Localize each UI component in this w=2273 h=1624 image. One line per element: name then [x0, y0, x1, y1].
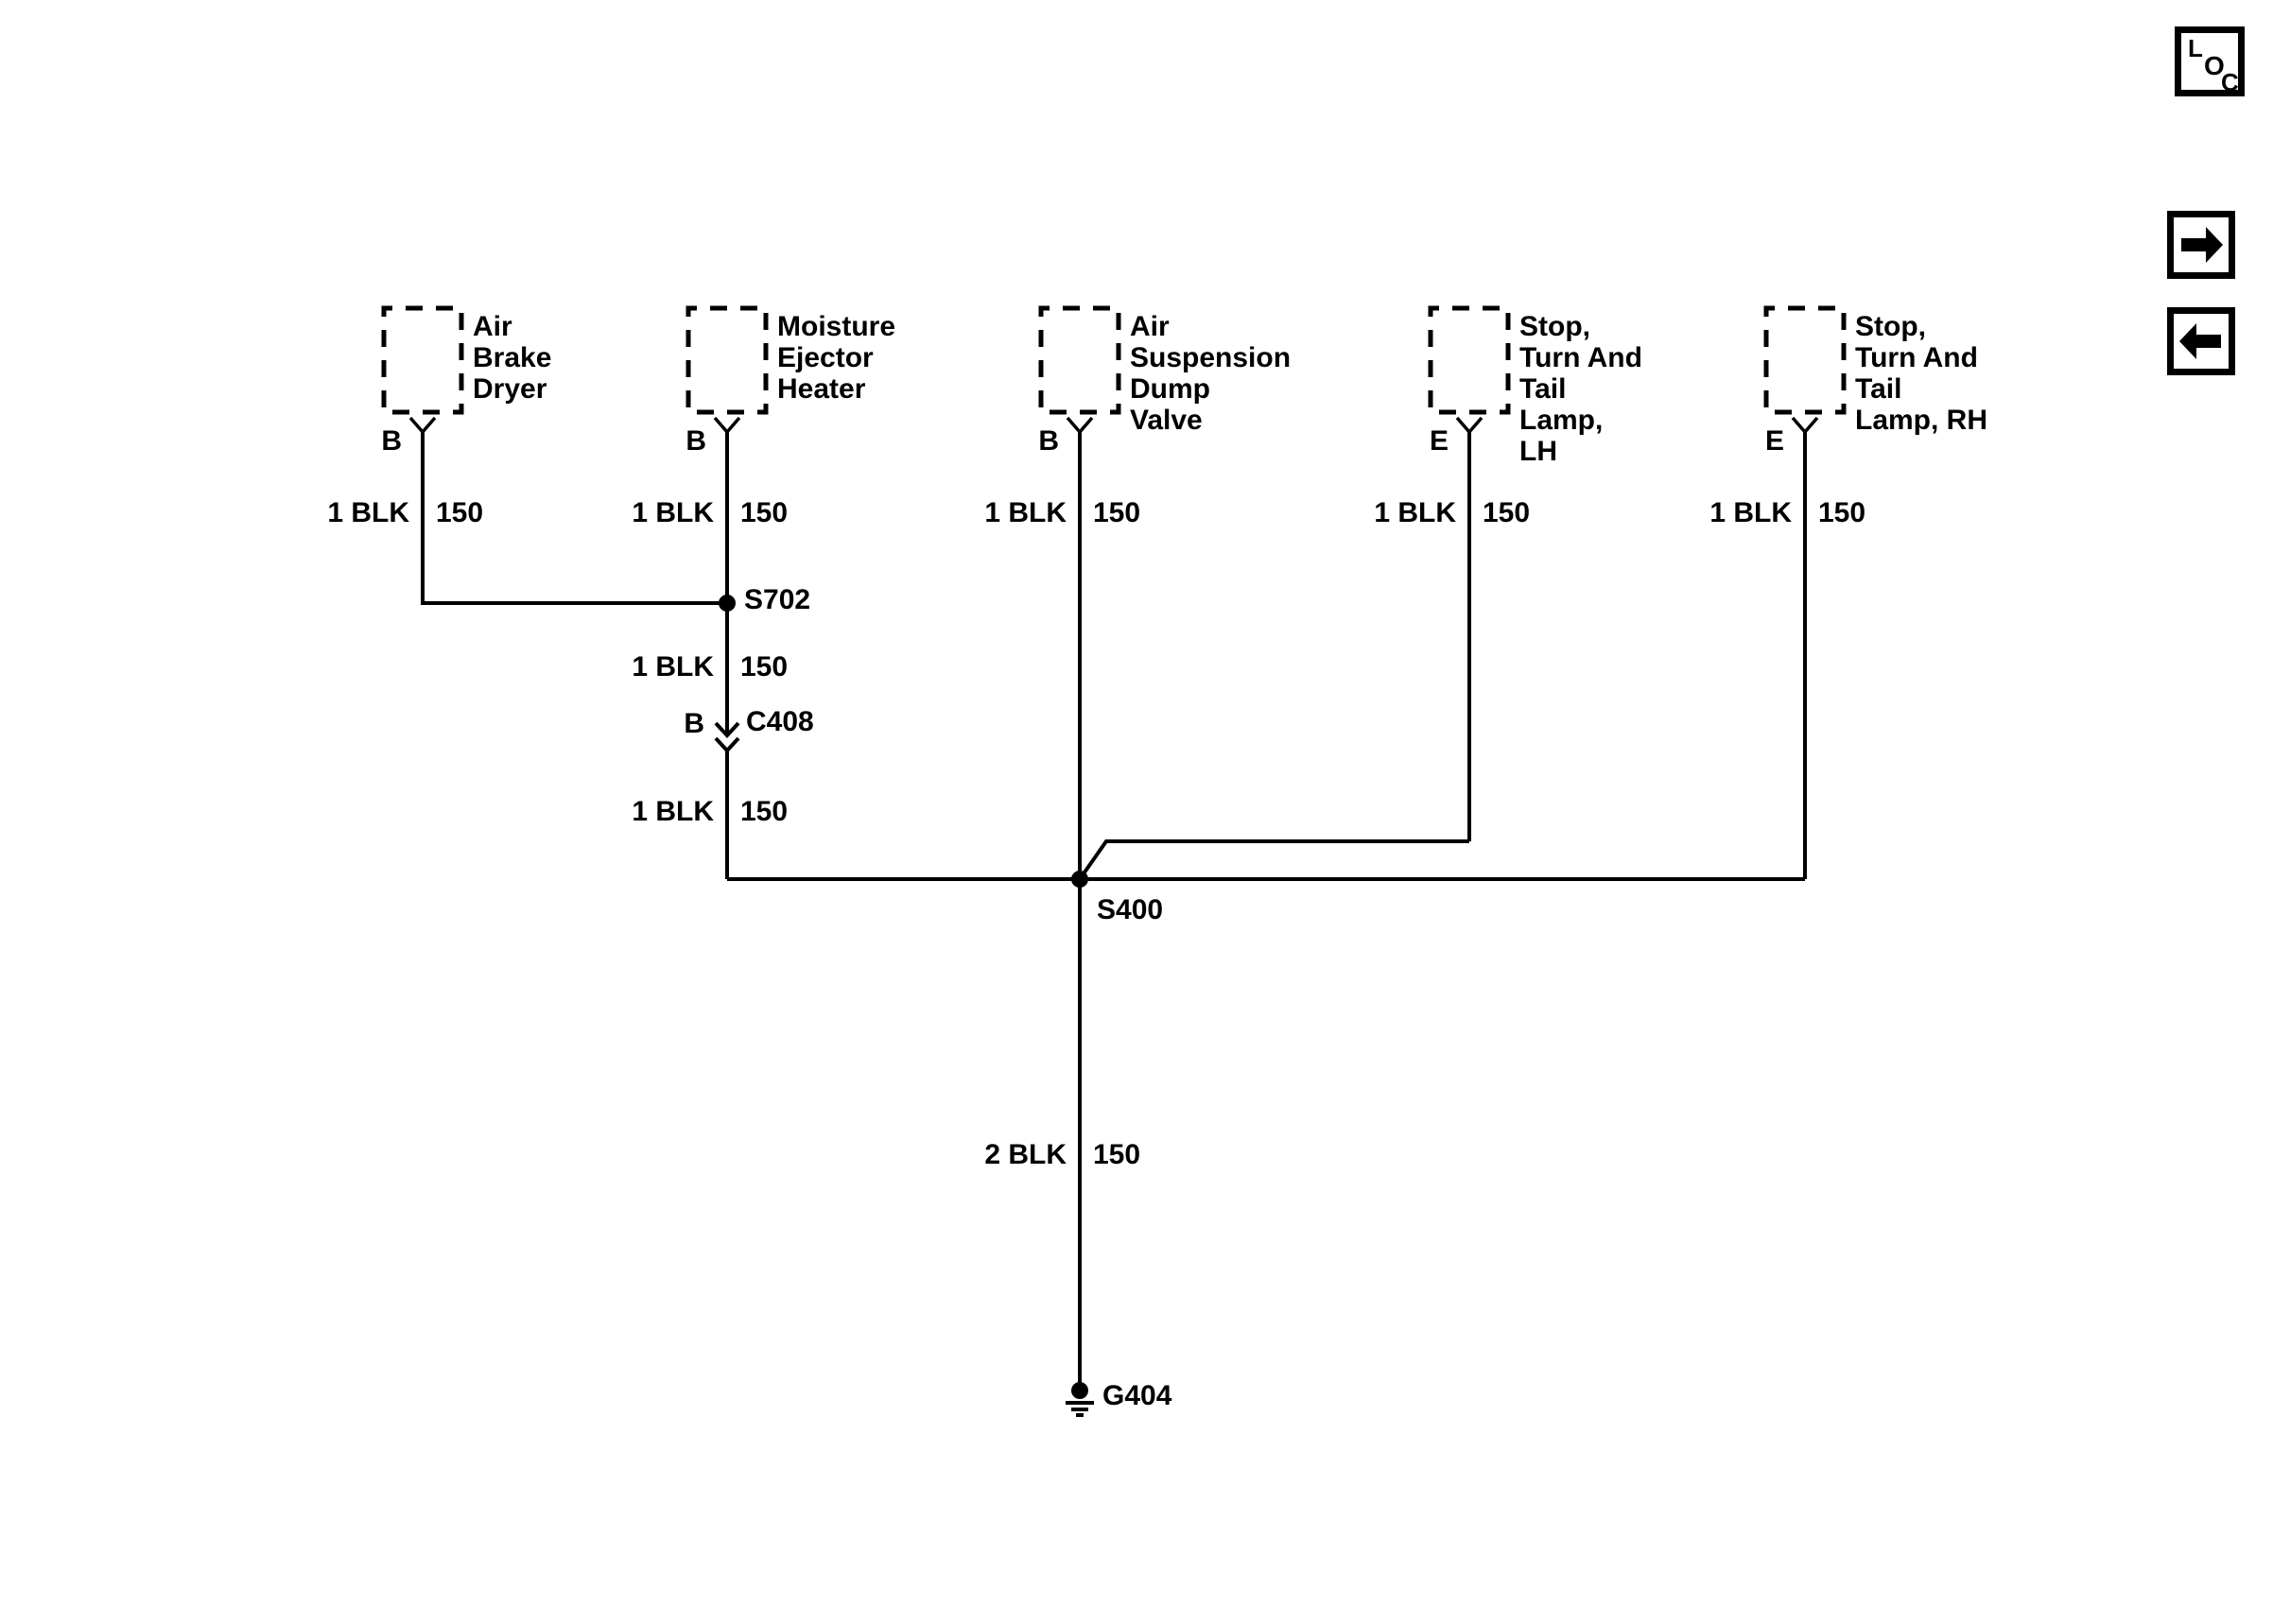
wire-gauge-label: 1 BLK: [632, 651, 714, 682]
label-line: Stop,: [1855, 311, 1926, 342]
forward-button[interactable]: [2167, 211, 2235, 279]
wire-gauge-label: 1 BLK: [1709, 497, 1792, 528]
label-line: LH: [1519, 436, 1557, 467]
terminal-letter: B: [1038, 425, 1059, 457]
label-line: Turn And: [1519, 342, 1642, 373]
label-line: Lamp,: [1519, 405, 1604, 436]
back-button[interactable]: [2167, 307, 2235, 375]
label-line: Turn And: [1855, 342, 1978, 373]
wire-gauge-label: 1 BLK: [984, 497, 1067, 528]
loc-button[interactable]: L O C: [2175, 26, 2245, 96]
connector-c408-chevron-icon: [714, 736, 740, 753]
wire-circuit-label: 150: [740, 796, 789, 827]
splice-dot-s702: [719, 595, 736, 612]
wire-gauge-label: 1 BLK: [632, 796, 714, 827]
loc-letter-c: C: [2221, 68, 2239, 96]
component-label-air-suspension-dump-valve: Air Suspension Dump Valve: [1130, 311, 1291, 436]
splice-label-s400: S400: [1097, 894, 1164, 925]
ground-label-g404: G404: [1102, 1380, 1172, 1411]
label-line: Ejector: [777, 342, 874, 373]
wire-gauge-label: 1 BLK: [327, 497, 409, 528]
loc-letter-o: O: [2204, 51, 2225, 80]
component-box-stop-turn-tail-lamp-lh-valve: [1038, 305, 1121, 415]
wire-circuit-label: 150: [1818, 497, 1866, 528]
label-line: Brake: [473, 342, 552, 373]
wire-circuit-label: 150: [740, 651, 789, 682]
loc-letter-l: L: [2188, 34, 2203, 62]
terminal-fork-icon: [1066, 416, 1094, 435]
wire-circuit-label: 150: [1093, 1139, 1141, 1170]
connector-label-c408: C408: [746, 706, 814, 737]
label-line: Stop,: [1519, 311, 1590, 342]
connector-terminal-letter: B: [684, 708, 704, 739]
label-line: Air: [473, 311, 512, 342]
terminal-letter: E: [1764, 425, 1784, 457]
component-box-stop-turn-tail-lamp-lh: [1428, 305, 1511, 415]
terminal-fork-icon: [408, 416, 437, 435]
component-label-moisture-ejector-heater: Moisture Ejector Heater: [777, 311, 895, 405]
wire-circuit-label: 150: [1483, 497, 1531, 528]
right-arrow-icon: [2181, 227, 2223, 263]
label-line: Lamp, RH: [1855, 405, 1988, 436]
terminal-letter: B: [381, 425, 402, 457]
wire-lh-feeder-to-s400: [1078, 839, 1469, 881]
wire-gauge-label: 1 BLK: [1374, 497, 1456, 528]
component-label-stop-turn-tail-lamp-rh: Stop, Turn And Tail Lamp, RH: [1855, 311, 1987, 436]
splice-dot-s400: [1071, 871, 1088, 888]
connector-c408-chevron-icon: [714, 721, 740, 738]
label-line: Heater: [777, 373, 866, 405]
label-line: Dryer: [473, 373, 547, 405]
label-line: Tail: [1519, 373, 1567, 405]
label-line: Tail: [1855, 373, 1902, 405]
component-box-air-brake-dryer: [381, 305, 464, 415]
wire-gauge-label: 1 BLK: [632, 497, 714, 528]
terminal-letter: E: [1429, 425, 1449, 457]
label-line: Air: [1130, 311, 1170, 342]
splice-label-s702: S702: [744, 584, 811, 615]
label-line: Moisture: [777, 311, 896, 342]
component-box-stop-turn-tail-lamp-rh: [1763, 305, 1847, 415]
label-line: Dump: [1130, 373, 1210, 405]
terminal-letter: B: [685, 425, 706, 457]
ground-dot-g404: [1071, 1382, 1088, 1399]
component-label-stop-turn-tail-lamp-lh: Stop, Turn And Tail Lamp, LH: [1519, 311, 1642, 467]
wire-circuit-label: 150: [436, 497, 484, 528]
terminal-fork-icon: [1455, 416, 1484, 435]
wire-gauge-label: 2 BLK: [984, 1139, 1067, 1170]
wire-circuit-label: 150: [1093, 497, 1141, 528]
left-arrow-icon: [2179, 323, 2221, 359]
terminal-fork-icon: [1791, 416, 1819, 435]
wire-air-brake-dryer: [421, 432, 727, 605]
component-label-air-brake-dryer: Air Brake Dryer: [473, 311, 551, 405]
terminal-fork-icon: [713, 416, 741, 435]
label-line: Valve: [1130, 405, 1203, 436]
component-box-moisture-ejector-heater: [685, 305, 769, 415]
label-line: Suspension: [1130, 342, 1292, 373]
wire-circuit-label: 150: [740, 497, 789, 528]
